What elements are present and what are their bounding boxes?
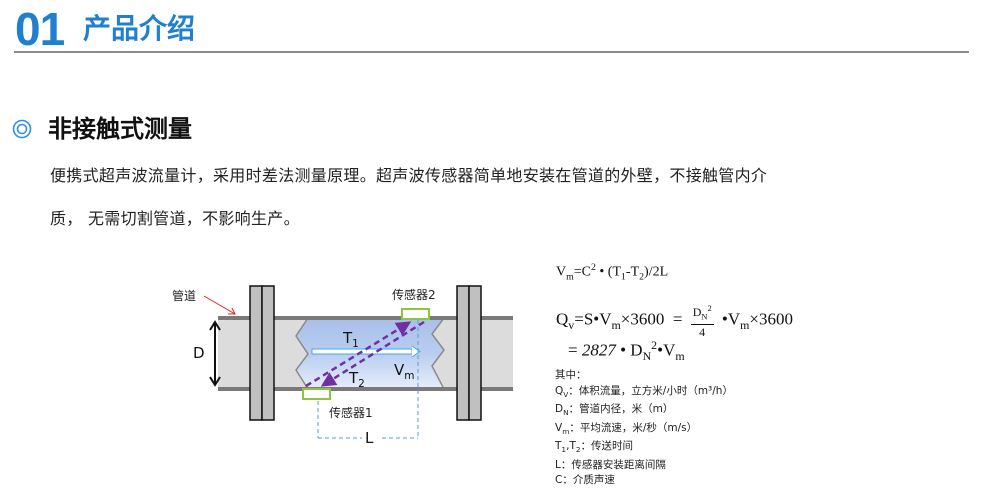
diameter-arrow [209,320,221,387]
variable-legend: 其中： QV：体积流量，立方米/小时（m³/h） DN：管道内径，米（m） Vm… [555,368,733,489]
flange-right [456,285,482,421]
sensor-2-label: 传感器2 [392,288,436,302]
legend-item: DN：管道内径，米（m） [555,403,674,418]
title-divider [14,51,969,53]
pipe-top-wall [218,316,513,320]
sensor-2 [401,308,430,320]
description-line-2: 质， 无需切割管道，不影响生产。 [50,209,300,228]
pipe-bottom-wall [218,387,513,391]
sensor-1-label: 传感器1 [329,406,373,420]
sensor-1 [302,388,331,400]
diameter-label: D [193,344,205,362]
t1-label: T1 [343,329,359,350]
legend-item: T1,T2：传送时间 [555,440,634,455]
pipe-label: 管道 [172,289,197,303]
flow-meter-diagram: 管道 传感器2 传感器1 D L T1 T2 Vm [160,270,540,470]
flow-rate-simplified: = 2827 • DN2•Vm [568,338,685,364]
legend-item: Vm：平均流速，米/秒（m/s） [555,421,698,436]
t2-label: T2 [349,369,365,390]
legend-intro: 其中： [555,369,587,381]
velocity-formula: Vm=C2 • (T1-T2)/2L [556,262,669,283]
section-number: 01 [15,3,65,55]
flange-left [249,285,275,421]
vm-label: Vm [394,361,415,382]
legend-item: C：介质声速 [555,474,615,487]
legend-item: L：传感器安装距离间隔 [555,458,666,471]
double-circle-icon [12,119,32,139]
legend-item: QV：体积流量，立方米/小时（m³/h） [555,384,733,399]
page-title: 产品介绍 [83,12,196,45]
section-heading: 非接触式测量 [48,115,192,143]
description-line-1: 便携式超声波流量计，采用时差法测量原理。超声波传感器简单地安装在管道的外壁，不接… [50,166,768,185]
distance-label: L [365,429,374,447]
